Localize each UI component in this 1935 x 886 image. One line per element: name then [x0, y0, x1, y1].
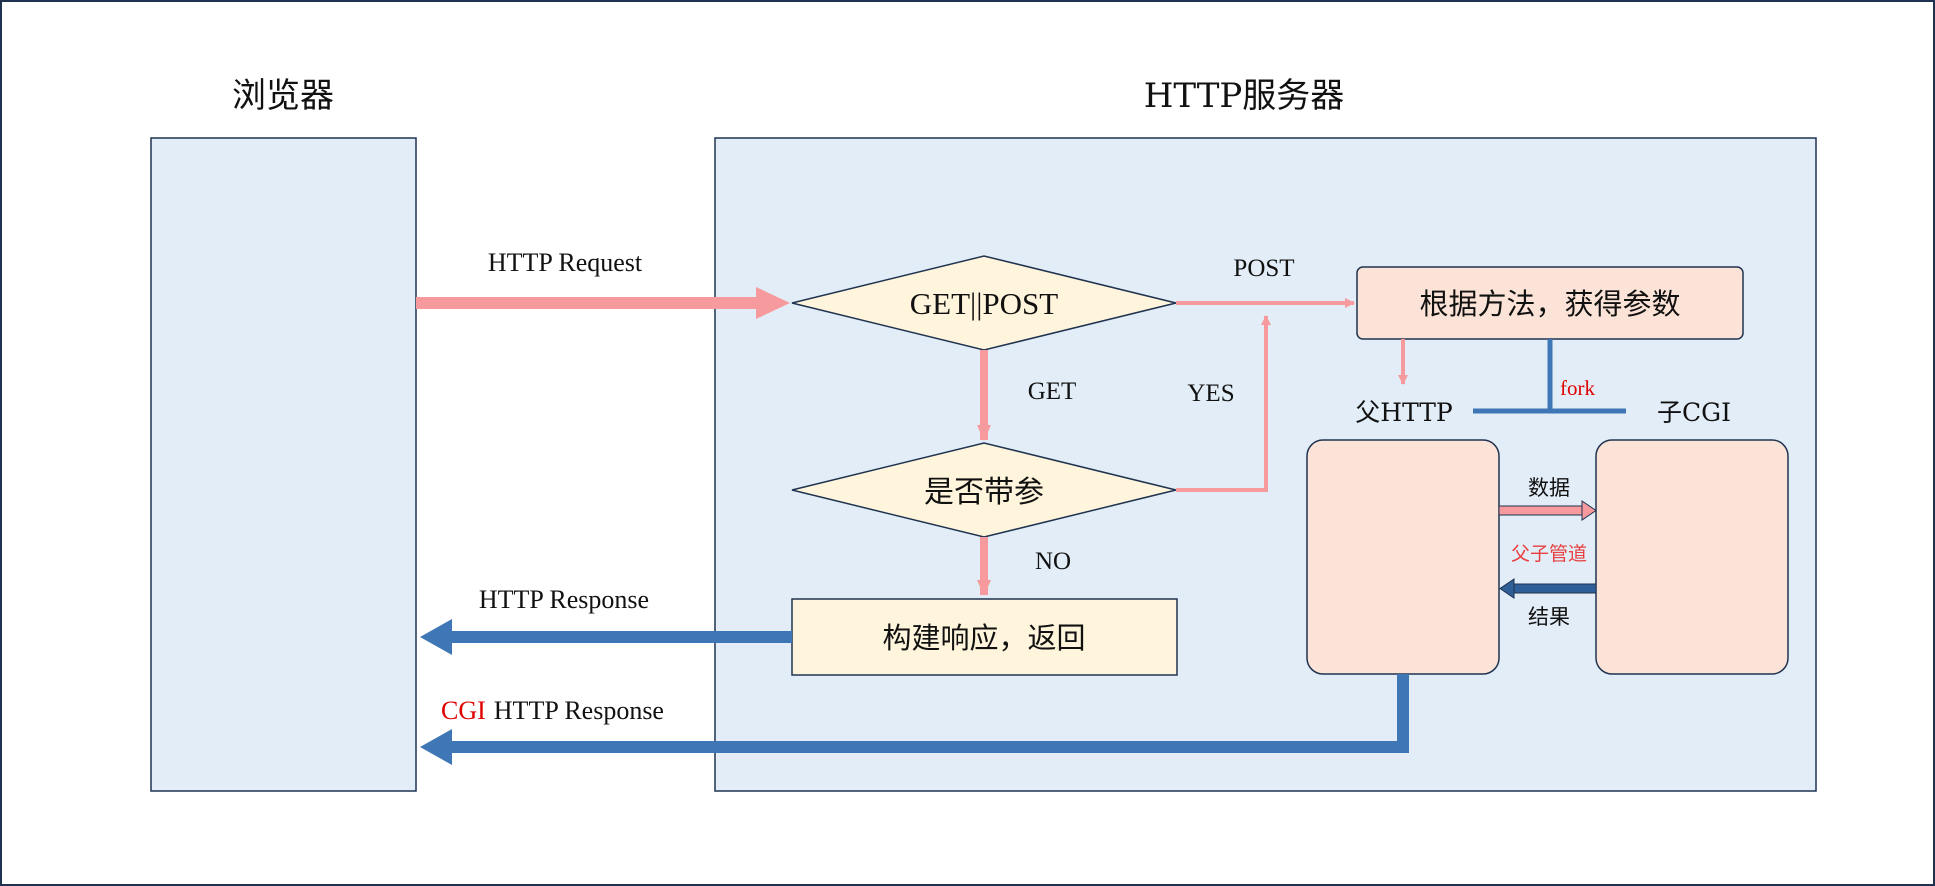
no-label: NO [1035, 548, 1071, 575]
result-pipe-head [1499, 578, 1515, 599]
child-process-label: 子CGI [1657, 398, 1731, 427]
response-arrow-shaft [448, 631, 792, 643]
yes-label: YES [1187, 380, 1234, 407]
data-pipe-shaft [1498, 505, 1584, 516]
fork-label: fork [1560, 376, 1595, 400]
result-label: 结果 [1528, 605, 1570, 629]
params-decision-label: 是否带参 [924, 475, 1044, 510]
result-pipe-shaft [1512, 583, 1597, 594]
yes-edge [1176, 315, 1271, 492]
build-response-box [791, 598, 1178, 676]
request-arrow-shaft [416, 297, 758, 309]
parent-process-box [1306, 439, 1500, 675]
response-arrow-head [420, 619, 452, 655]
cgi-response-text: HTTP Response [494, 696, 664, 725]
browser-title: 浏览器 [232, 76, 334, 116]
server-title: HTTP服务器 [1144, 76, 1345, 116]
post-label: POST [1233, 255, 1294, 282]
browser-panel [150, 137, 417, 792]
data-pipe-head [1581, 500, 1597, 521]
pipe-label: 父子管道 [1511, 543, 1587, 565]
request-label: HTTP Request [488, 248, 643, 277]
child-process-box [1595, 439, 1789, 675]
request-arrow-head [756, 287, 790, 319]
cgi-response-drop [1397, 674, 1409, 753]
data-label: 数据 [1528, 476, 1570, 500]
cgi-prefix: CGI [441, 696, 486, 725]
get-label: GET [1028, 378, 1077, 405]
get-params-label: 根据方法，获得参数 [1419, 287, 1680, 321]
cgi-response-shaft [448, 741, 1409, 753]
cgi-response-label: CGI HTTP Response [441, 696, 664, 725]
cgi-response-head [420, 729, 452, 765]
parent-process-label: 父HTTP [1355, 398, 1452, 427]
build-response-label: 构建响应，返回 [882, 621, 1085, 655]
response-label: HTTP Response [479, 585, 649, 614]
method-decision-label: GET||POST [910, 286, 1059, 321]
